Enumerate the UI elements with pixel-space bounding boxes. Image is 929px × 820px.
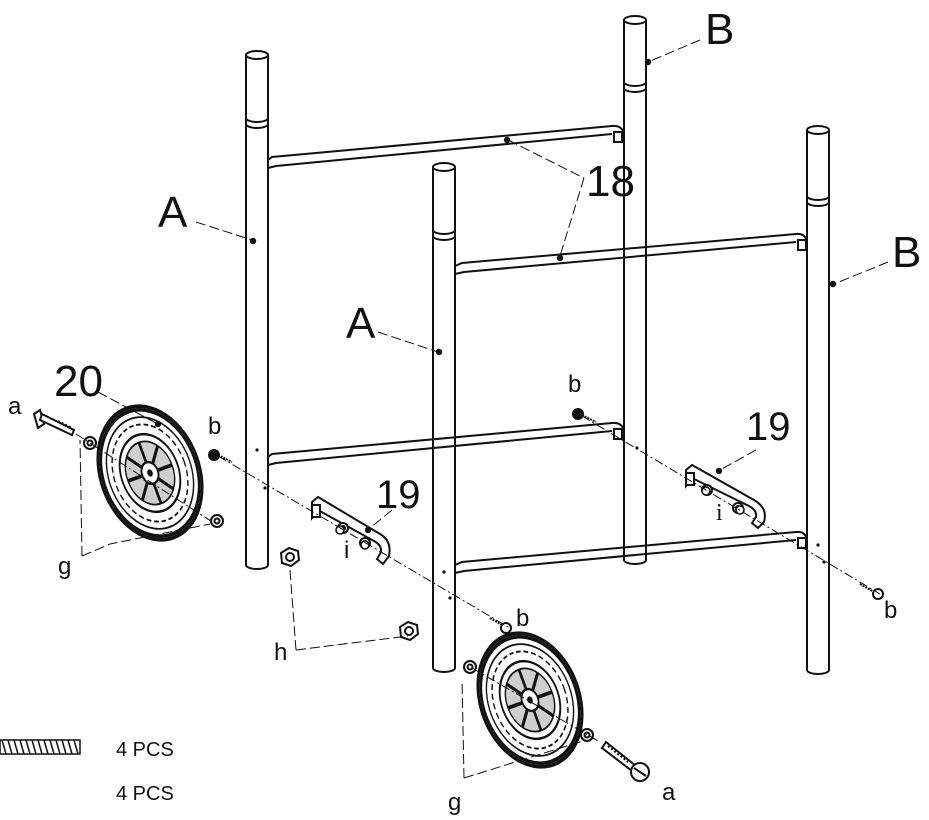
label-part-19-left: 19	[376, 473, 421, 517]
lower-crossbar-front	[454, 530, 808, 574]
leg-b-top	[623, 15, 647, 565]
label-g-left: g	[58, 553, 71, 580]
label-b-top-right: b	[568, 371, 581, 398]
bolt-b-lower-mid	[489, 617, 512, 634]
crossbar-18-rear	[267, 124, 625, 169]
wheel-20-left	[81, 394, 219, 552]
lower-crossbar-rear	[267, 421, 625, 466]
washers-g	[83, 436, 594, 742]
parts-list-row-1: 4 PCS	[0, 739, 174, 761]
bolt-b-top-left	[208, 449, 233, 463]
label-i-left: i	[344, 537, 349, 564]
parts-qty-2: 4 PCS	[116, 783, 174, 805]
label-part-19-right: 19	[746, 405, 791, 449]
wheel-20-right	[461, 621, 599, 779]
bolt-b-lower-right	[859, 583, 884, 600]
leg-a-middle	[432, 162, 456, 673]
crossbar-18-front	[454, 232, 808, 275]
parts-qty-1: 4 PCS	[116, 739, 174, 761]
label-b-lower-right: b	[884, 597, 897, 624]
label-b-right: B	[892, 228, 921, 277]
label-i-right: i	[716, 500, 723, 526]
label-h: h	[274, 639, 287, 666]
leg-b-right	[806, 125, 830, 675]
label-a-left: A	[158, 188, 188, 237]
assembly-axis-lines	[75, 415, 881, 743]
leader-dots	[154, 58, 837, 534]
label-a-bolt-left: a	[8, 393, 22, 420]
axle-bolt-a-right	[600, 740, 650, 782]
leg-a-left	[245, 50, 269, 570]
leader-lines	[79, 39, 889, 779]
threaded-bolt-icon	[0, 739, 81, 755]
parts-list-row-2: 4 PCS	[116, 783, 174, 805]
label-b-top: B	[705, 5, 734, 54]
bolt-b-top-right	[572, 408, 597, 423]
label-a-bolt-right: a	[662, 779, 676, 806]
label-part-18: 18	[586, 157, 635, 206]
label-a-middle: A	[346, 299, 376, 348]
label-b-top-left: b	[208, 413, 221, 440]
axle-bolt-a-left	[32, 408, 76, 437]
label-part-20: 20	[54, 357, 103, 406]
label-g-bottom: g	[448, 789, 461, 816]
label-b-lower-mid: b	[516, 605, 529, 632]
